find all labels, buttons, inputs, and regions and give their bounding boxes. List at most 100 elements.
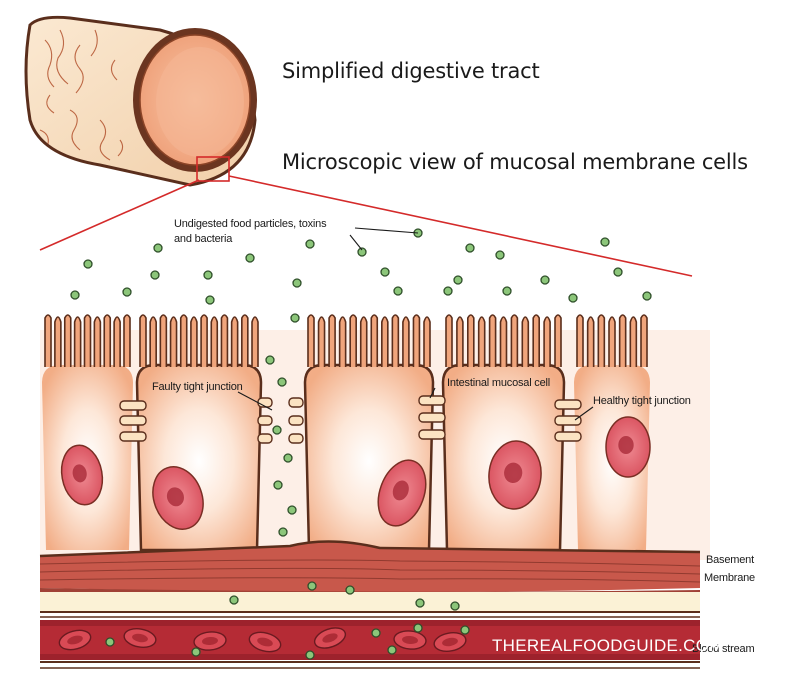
tight-junction-faulty-right [288, 397, 304, 408]
microvillus [103, 314, 112, 367]
microvillus [499, 316, 508, 367]
microvillus [640, 314, 648, 367]
basement-membrane [39, 540, 701, 592]
blood-stream [40, 620, 700, 669]
particle [413, 623, 423, 633]
microvillus [597, 314, 606, 367]
microvillus [210, 316, 219, 367]
tight-junction-healthy [554, 431, 582, 442]
particle [278, 527, 288, 537]
microvillus [169, 316, 178, 367]
microvillus [608, 316, 616, 367]
label-healthy-junction: Healthy tight junction [593, 395, 691, 407]
particle [307, 581, 317, 591]
tight-junction-faulty-left [257, 397, 273, 408]
particle [83, 259, 93, 269]
label-blood-stream: Blood stream [692, 643, 755, 655]
food-particles-toxins-bacteria [70, 228, 652, 660]
particle [357, 247, 367, 257]
microvillus [179, 314, 188, 367]
tight-junction-faulty-left [257, 415, 273, 426]
microvillus [220, 314, 229, 367]
particle [380, 267, 390, 277]
microvillus [456, 316, 464, 367]
particle [393, 286, 403, 296]
particle [460, 625, 470, 635]
microvillus [618, 314, 627, 367]
particle [450, 601, 460, 611]
pointer-lines [237, 227, 594, 421]
microvillus [149, 316, 157, 367]
microvillus [113, 316, 121, 367]
tight-junction-healthy [554, 399, 582, 410]
particle [600, 237, 610, 247]
particle [229, 595, 239, 605]
particle [265, 355, 275, 365]
nucleolus [72, 464, 87, 483]
microvillus [445, 314, 453, 367]
microvillus [338, 316, 347, 367]
tight-junction-healthy [119, 415, 147, 426]
particle [371, 628, 381, 638]
nucleolus [618, 436, 634, 454]
particle [290, 313, 300, 323]
microvillus [123, 314, 131, 367]
microvillus [241, 314, 249, 367]
label-basement-line2: Membrane [704, 572, 755, 584]
particle [70, 290, 80, 300]
particle [277, 377, 287, 387]
mucosal-cell-1 [42, 314, 133, 550]
particle [387, 645, 397, 655]
mucosal-cell-3 [303, 314, 435, 552]
particle [568, 293, 578, 303]
microvillus [349, 314, 357, 367]
nucleolus [504, 462, 523, 484]
microvillus [54, 316, 62, 367]
zoom-marker [196, 156, 230, 182]
microvillus [477, 316, 486, 367]
microvillus [510, 314, 519, 367]
microvillus [467, 314, 475, 367]
particle [122, 287, 132, 297]
microvillus [586, 316, 595, 367]
particle [245, 253, 255, 263]
label-intestinal-cell: Intestinal mucosal cell [447, 377, 551, 389]
microvillus [159, 314, 168, 367]
microvillus [391, 314, 400, 367]
microvillus [423, 316, 431, 367]
microvillus [402, 316, 410, 367]
particle [287, 505, 297, 515]
mucosal-cell-5 [574, 314, 651, 550]
label-basement-line1: Basement [706, 554, 754, 566]
digestive-tract-tube [24, 15, 257, 187]
particle [443, 286, 453, 296]
microvillus [554, 314, 562, 367]
particle [150, 270, 160, 280]
microvillus [543, 316, 551, 367]
mucosal-cells [42, 314, 651, 552]
particle [613, 267, 623, 277]
microvillus [44, 314, 52, 367]
watermark: THEREALFOODGUIDE.COM [492, 636, 724, 655]
particle [203, 270, 213, 280]
label-faulty-junction: Faulty tight junction [152, 381, 243, 393]
microvillus [317, 316, 326, 367]
mucosal-cell-2 [135, 314, 263, 552]
particle [453, 275, 463, 285]
nucleolus [392, 480, 409, 501]
particle [272, 425, 282, 435]
tight-junction-faulty-right [288, 433, 304, 444]
particle [305, 650, 315, 660]
particle [305, 239, 315, 249]
microvillus [576, 314, 584, 367]
particle [292, 278, 302, 288]
microvillus [190, 316, 198, 367]
tight-junction-healthy [418, 429, 446, 440]
microvillus [73, 316, 82, 367]
microvillus [139, 314, 147, 367]
tight-junction-healthy [418, 395, 446, 406]
particle [105, 637, 115, 647]
label-microscopic-view: Microscopic view of mucosal membrane cel… [282, 150, 748, 174]
label-digestive-tract: Simplified digestive tract [282, 59, 540, 83]
